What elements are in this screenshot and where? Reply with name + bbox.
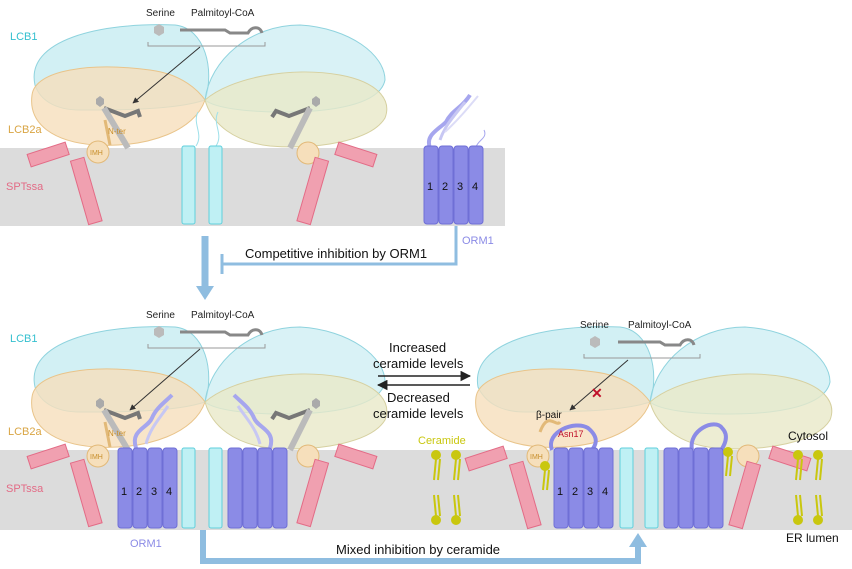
br-substrate-arrow bbox=[569, 359, 629, 411]
serine-label: Serine bbox=[146, 8, 175, 19]
lcb1-tm-left bbox=[181, 145, 196, 225]
bl-imh-left bbox=[86, 444, 110, 468]
ligand-left bbox=[96, 96, 142, 150]
bl-serine-label: Serine bbox=[146, 310, 175, 321]
decreased-label-1: Decreased bbox=[387, 390, 450, 405]
palmitoyl-coa-label: Palmitoyl-CoA bbox=[191, 8, 255, 19]
bl-lcb2a-right bbox=[204, 373, 388, 450]
sptssa-left-helix-b bbox=[69, 156, 103, 226]
svg-text:4: 4 bbox=[602, 486, 608, 498]
serine-hexagon bbox=[154, 24, 164, 36]
sptssa-right-helix-a bbox=[334, 141, 378, 168]
ceramide-bound bbox=[540, 447, 733, 491]
substrate-bracket bbox=[147, 42, 266, 47]
ligand-right bbox=[270, 96, 320, 150]
substrate-arrow bbox=[132, 46, 201, 104]
bl-sptssa-label: SPTssa bbox=[6, 483, 44, 495]
top-panel: Serine Palmitoyl-CoA N-ter IMH LCB1 LCB2… bbox=[6, 8, 494, 247]
imh-left bbox=[86, 140, 110, 164]
bl-lcb2a-label: LCB2a bbox=[8, 426, 43, 438]
svg-text:1: 1 bbox=[121, 486, 127, 498]
bl-imh-label: IMH bbox=[90, 454, 103, 461]
orm1-label: ORM1 bbox=[462, 235, 494, 247]
sptssa-right-helix-b bbox=[296, 156, 330, 226]
block-cross: ✕ bbox=[591, 385, 603, 401]
bottom-right-panel: Serine Palmitoyl-CoA ✕ β-pair IMH Asn17 … bbox=[418, 320, 839, 545]
ceramide-label: Ceramide bbox=[418, 435, 466, 447]
asn17-loop bbox=[548, 423, 598, 454]
ceramide-equilibrium: Increased ceramide levels Decreased cera… bbox=[373, 340, 472, 421]
orm1-tm4 bbox=[468, 145, 484, 225]
svg-text:3: 3 bbox=[587, 486, 593, 498]
bl-palmitoyl-coa-label: Palmitoyl-CoA bbox=[191, 310, 255, 321]
competitive-inhibition: Competitive inhibition by ORM1 bbox=[196, 226, 458, 300]
bl-ligand-left bbox=[96, 398, 142, 452]
mixed-inhibition: Mixed inhibition by ceramide bbox=[200, 530, 647, 564]
decreased-label-2: ceramide levels bbox=[373, 406, 464, 421]
bl-ligand-right bbox=[270, 398, 320, 452]
orm1-tm3 bbox=[453, 145, 469, 225]
br-palmitoyl-coa-label: Palmitoyl-CoA bbox=[628, 320, 692, 331]
lcb2a-label: LCB2a bbox=[8, 124, 43, 136]
orm1-tm3-label: 3 bbox=[457, 181, 463, 193]
bottom-left-panel: Serine Palmitoyl-CoA N-ter IMH LCB1 LCB2… bbox=[6, 310, 388, 550]
competitive-inhibition-label: Competitive inhibition by ORM1 bbox=[245, 246, 427, 261]
orm1-tm1 bbox=[423, 145, 439, 225]
orm1-tm2 bbox=[438, 145, 454, 225]
bl-nter-label: N-ter bbox=[108, 429, 126, 438]
orm1-free: 1 2 3 4 ORM1 bbox=[423, 93, 494, 247]
sptssa-left-helix-a bbox=[26, 141, 70, 168]
palmitoyl-coa-chain bbox=[180, 26, 264, 35]
lcb2a-right bbox=[204, 71, 388, 148]
bl-orm1-label: ORM1 bbox=[130, 538, 162, 550]
bl-orm1-right bbox=[227, 393, 288, 529]
beta-pair-label: β-pair bbox=[536, 410, 562, 421]
imh-label: IMH bbox=[90, 150, 103, 157]
svg-text:3: 3 bbox=[151, 486, 157, 498]
svg-text:2: 2 bbox=[136, 486, 142, 498]
bl-imh-right bbox=[296, 444, 320, 468]
ceramide-right bbox=[793, 450, 823, 525]
bl-lcb1-label: LCB1 bbox=[10, 333, 38, 345]
svg-text:1: 1 bbox=[557, 486, 563, 498]
nter-label: N-ter bbox=[108, 127, 126, 136]
nter-helix-left bbox=[103, 119, 112, 146]
imh-right bbox=[296, 141, 320, 165]
er-lumen-label: ER lumen bbox=[786, 531, 839, 545]
bl-orm1-left: 1 2 3 4 ORM1 bbox=[117, 393, 178, 550]
svg-text:4: 4 bbox=[166, 486, 172, 498]
lcb1-tm-right bbox=[208, 145, 223, 225]
increased-label-2: ceramide levels bbox=[373, 356, 464, 371]
br-imh-label: IMH bbox=[530, 454, 543, 461]
bl-substrate-arrow bbox=[129, 348, 201, 411]
lcb1-label: LCB1 bbox=[10, 31, 38, 43]
orm1-tm1-label: 1 bbox=[427, 181, 433, 193]
svg-text:2: 2 bbox=[572, 486, 578, 498]
orm1-tm2-label: 2 bbox=[442, 181, 448, 193]
cytosol-label: Cytosol bbox=[788, 429, 828, 443]
asn17-label: Asn17 bbox=[558, 429, 584, 439]
sptssa-label: SPTssa bbox=[6, 181, 44, 193]
mixed-inhibition-label: Mixed inhibition by ceramide bbox=[336, 542, 500, 557]
ceramide-left bbox=[431, 450, 461, 525]
increased-label-1: Increased bbox=[389, 340, 446, 355]
orm1-tm4-label: 4 bbox=[472, 181, 478, 193]
br-serine-label: Serine bbox=[580, 320, 609, 331]
